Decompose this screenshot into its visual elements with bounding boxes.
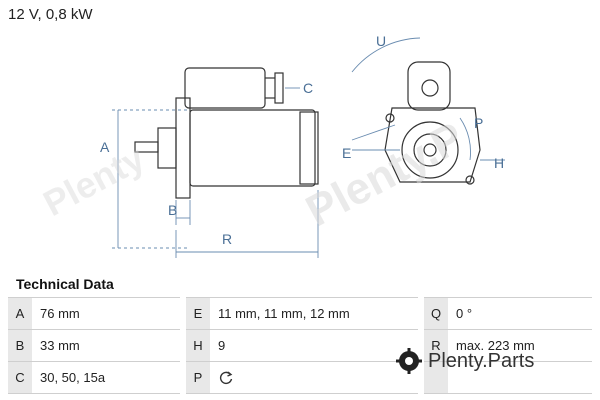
motor-end-cap: [299, 111, 319, 185]
solenoid-body: [184, 67, 266, 109]
pinion-gear: [413, 133, 447, 167]
label-c: C: [303, 80, 313, 96]
label-h: H: [494, 155, 504, 171]
mounting-flange: [175, 97, 191, 199]
spec-value: max. 223 mm: [448, 329, 592, 362]
spec-key: P: [186, 361, 210, 394]
spec-key: E: [186, 297, 210, 330]
pinion-shaft: [134, 141, 159, 153]
spec-value: [448, 361, 592, 394]
spec-value: 0 °: [448, 297, 592, 330]
plenty-parts-logo: Plenty.Parts: [396, 348, 534, 374]
label-u: U: [376, 33, 386, 49]
spec-value: 11 mm, 11 mm, 12 mm: [210, 297, 418, 330]
motor-body: [189, 109, 316, 187]
label-p: P: [474, 115, 483, 131]
front-solenoid: [407, 61, 451, 111]
starter-motor-drawing: A B R C U P E H: [100, 33, 505, 258]
spec-key: A: [8, 297, 32, 330]
spec-key: Q: [424, 297, 448, 330]
technical-data-table: A 76 mm E 11 mm, 11 mm, 12 mm Q 0 ° B 33…: [8, 297, 592, 394]
counterclockwise-rotation-icon: [219, 371, 233, 384]
technical-data-title: Technical Data: [16, 276, 114, 292]
spec-key: [424, 361, 448, 394]
table-row: C 30, 50, 15a P: [8, 361, 592, 394]
spec-value: 33 mm: [32, 329, 180, 362]
brand-name: Plenty.Parts: [428, 349, 535, 372]
label-a: A: [100, 139, 110, 155]
label-e: E: [342, 145, 351, 161]
spec-value: 76 mm: [32, 297, 180, 330]
angle-p-arc: [459, 117, 471, 161]
table-row: A 76 mm E 11 mm, 11 mm, 12 mm Q 0 °: [8, 297, 592, 330]
front-housing: [401, 121, 459, 179]
gear-icon: [396, 348, 422, 374]
product-spec-header: 12 V, 0,8 kW: [8, 6, 93, 23]
spec-value: 30, 50, 15a: [32, 361, 180, 394]
spec-key: B: [8, 329, 32, 362]
spec-value-rotation: [210, 361, 418, 394]
spec-value: 9: [210, 329, 418, 362]
spec-key: C: [8, 361, 32, 394]
label-r: R: [222, 231, 232, 247]
spec-key: R: [424, 329, 448, 362]
spec-key: H: [186, 329, 210, 362]
label-b: B: [168, 202, 177, 218]
solenoid-terminal: [274, 72, 284, 104]
pinion-housing: [157, 127, 177, 169]
angle-u-arc: [351, 37, 421, 73]
